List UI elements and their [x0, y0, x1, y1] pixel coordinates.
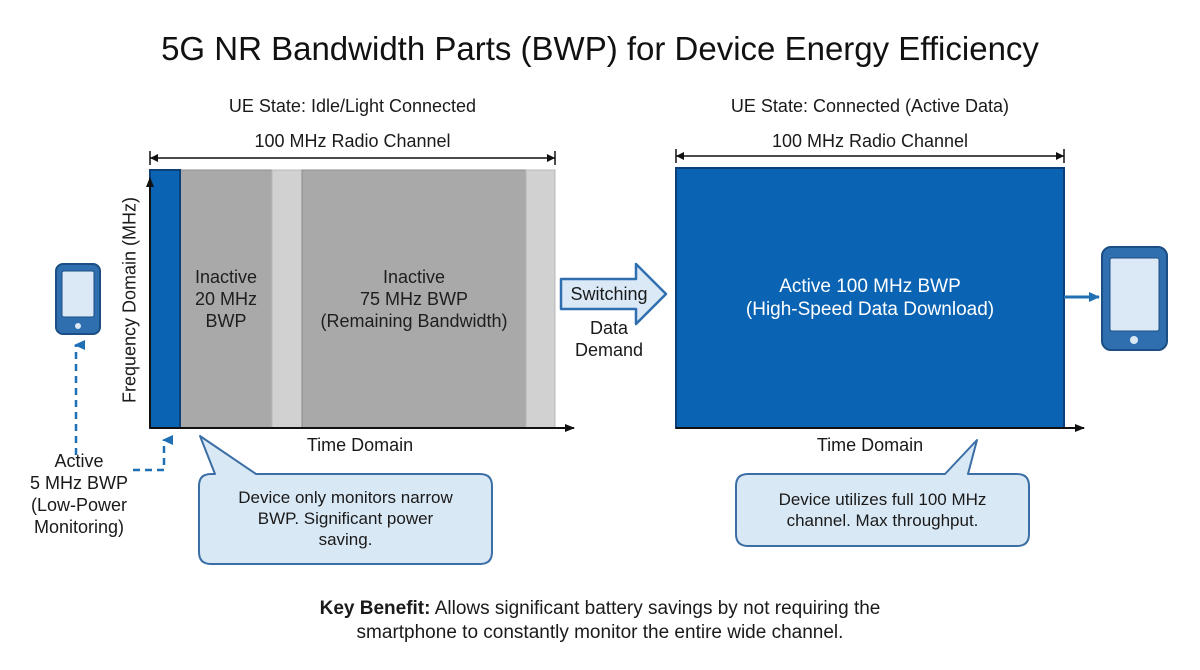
key-benefit-text-line2: smartphone to constantly monitor the ent… [356, 622, 844, 643]
active-100mhz-label: Active 100 MHz BWP (High-Speed Data Down… [745, 276, 995, 320]
inactive-75mhz-bwp-block [301, 169, 527, 429]
data-demand-label: Data Demand [574, 318, 644, 360]
inactive-75mhz-label: Inactive 75 MHz BWP (Remaining Bandwidth… [320, 267, 508, 331]
gap-gray-strip [271, 169, 303, 429]
smartphone-icon [1101, 246, 1168, 351]
edge-gray-strip [525, 169, 556, 429]
inactive-20mhz-bwp-block [179, 169, 273, 429]
active-100mhz-bwp-block [675, 167, 1065, 429]
switching-arrow [559, 262, 668, 326]
right-channel-label: 100 MHz Radio Channel [771, 131, 969, 151]
key-benefit-prefix: Key Benefit: [319, 598, 431, 619]
left-axes [146, 177, 575, 432]
right-callout-text: Device utilizes full 100 MHz channel. Ma… [778, 490, 987, 530]
left-state-label: UE State: Idle/Light Connected [228, 96, 477, 116]
right-channel-width-marker [675, 149, 1065, 163]
page-title: 5G NR Bandwidth Parts (BWP) for Device E… [161, 30, 1039, 67]
key-benefit-text: Allows significant battery savings by no… [434, 598, 881, 619]
switching-label: Switching [570, 284, 648, 304]
right-x-axis-label: Time Domain [816, 435, 924, 455]
left-callout-text: Device only monitors narrow BWP. Signifi… [238, 488, 453, 549]
active-5mhz-label: Active 5 MHz BWP (Low-Power Monitoring) [29, 451, 128, 537]
inactive-20mhz-label: Inactive 20 MHz BWP [194, 267, 258, 331]
left-callout-bubble [198, 435, 493, 565]
monitoring-connector [74, 340, 173, 472]
left-channel-width-marker [149, 151, 556, 165]
right-state-label: UE State: Connected (Active Data) [730, 96, 1010, 116]
left-bwp-panel [149, 169, 556, 429]
key-benefit: Key Benefit: Allows significant battery … [0, 597, 1200, 645]
smartphone-icon [55, 263, 101, 335]
right-callout-bubble [735, 439, 1030, 547]
left-channel-label: 100 MHz Radio Channel [254, 131, 451, 151]
left-x-axis-label: Time Domain [306, 435, 414, 455]
active-5mhz-bwp-block [149, 169, 181, 429]
